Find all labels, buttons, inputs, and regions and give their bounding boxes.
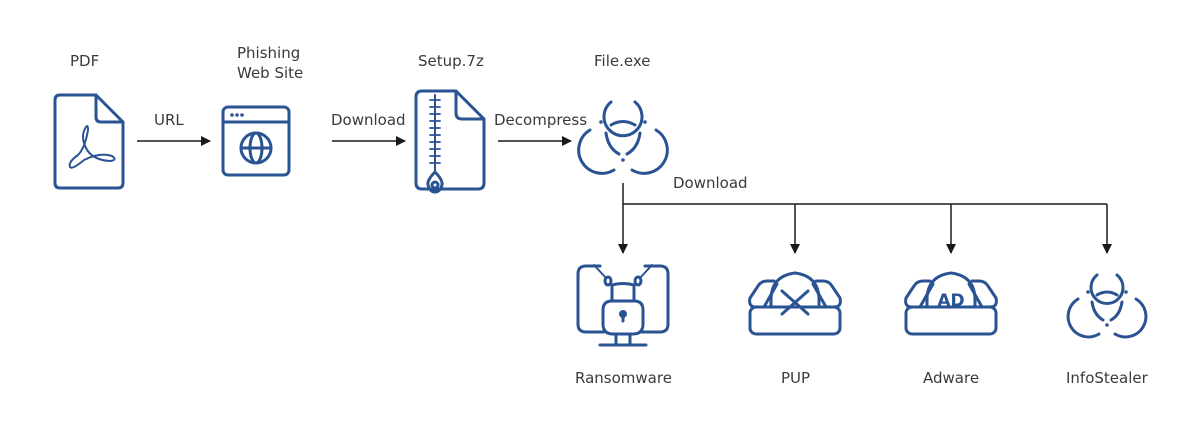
phishing-label-line2: Web Site <box>237 64 304 82</box>
pup-label: PUP <box>781 369 811 387</box>
zip-archive-icon <box>414 89 486 194</box>
pup-gauge-icon <box>748 271 842 336</box>
biohazard-icon <box>577 100 669 175</box>
pdf-file-icon <box>53 93 125 190</box>
edge-label-download: Download <box>331 111 406 129</box>
infostealer-label: InfoStealer <box>1066 369 1148 387</box>
adware-ad-icon: AD <box>904 271 998 336</box>
edge-label-download-payloads: Download <box>673 174 748 192</box>
edge-label-url: URL <box>154 111 184 129</box>
svg-text:AD: AD <box>937 291 964 311</box>
file-exe-label: File.exe <box>594 52 651 70</box>
phishing-label-line1: Phishing <box>237 44 301 62</box>
pdf-label: PDF <box>70 52 100 70</box>
ransomware-label: Ransomware <box>575 369 672 387</box>
infostealer-biohazard-icon <box>1066 273 1148 339</box>
edge-label-decompress: Decompress <box>494 111 588 129</box>
adware-label: Adware <box>923 369 980 387</box>
monitor-lock-icon <box>576 264 670 347</box>
setup-label: Setup.7z <box>418 52 484 70</box>
browser-globe-icon <box>221 105 291 177</box>
